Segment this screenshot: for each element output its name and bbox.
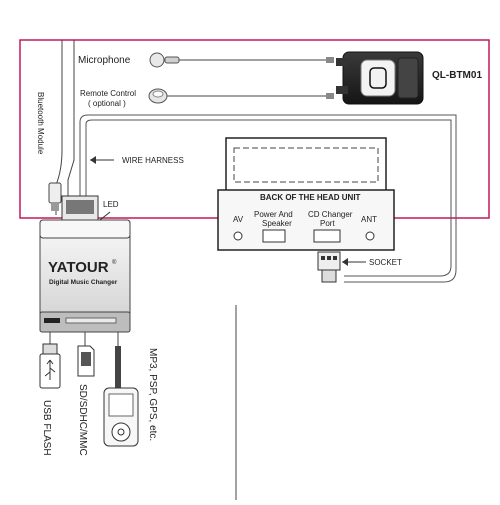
led-label: LED xyxy=(103,200,119,209)
power-speaker-label-1: Power And xyxy=(254,210,293,219)
ant-port-label: ANT xyxy=(361,215,377,224)
head-unit-title: BACK OF THE HEAD UNIT xyxy=(260,193,361,202)
microphone-icon xyxy=(149,52,334,68)
remote-control-label: Remote Control xyxy=(80,89,136,98)
brand-logo-text: YATOUR xyxy=(48,259,109,276)
usb-flash-icon xyxy=(39,343,61,389)
socket-label: SOCKET xyxy=(369,258,402,267)
sd-cards-label: SD/SDHC/MMC xyxy=(77,384,88,456)
socket-connector-icon xyxy=(317,251,341,283)
power-speaker-label-2: Speaker xyxy=(262,219,292,228)
remote-control-icon xyxy=(148,88,334,104)
remote-control-note: ( optional ) xyxy=(88,99,126,108)
bluetooth-module-label: Bluetooth Module xyxy=(36,92,45,155)
product-name: Digital Music Changer xyxy=(49,279,118,286)
wire-harness-label: WIRE HARNESS xyxy=(122,156,184,165)
cd-changer-label-2: Port xyxy=(320,219,335,228)
bluetooth-module-device xyxy=(336,51,424,105)
cd-changer-label-1: CD Changer xyxy=(308,210,353,219)
module-model-label: QL-BTM01 xyxy=(432,70,482,81)
yatour-device xyxy=(39,195,131,333)
brand-registered-mark: ® xyxy=(112,259,117,266)
av-port-label: AV xyxy=(233,215,244,224)
mp3-players-label: MP3, PSP, GPS, etc. xyxy=(147,348,158,441)
sd-card-icon xyxy=(77,345,95,377)
microphone-label: Microphone xyxy=(78,55,131,66)
mp3-player-icon xyxy=(103,346,139,447)
usb-flash-label: USB FLASH xyxy=(41,400,52,456)
head-unit xyxy=(217,137,395,251)
bluetooth-connector-icon xyxy=(48,182,62,211)
